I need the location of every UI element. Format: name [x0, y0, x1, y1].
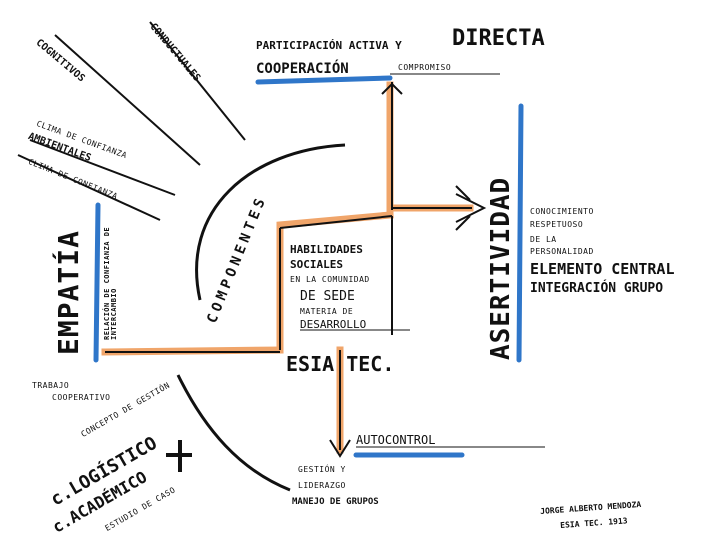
center-line3: EN LA COMUNIDAD — [290, 275, 370, 284]
ray-2 — [149, 21, 246, 141]
conocimiento-label: CONOCIMIENTO — [530, 207, 594, 216]
arrow-right-head — [455, 193, 487, 223]
autocontrol-label: AUTOCONTROL — [356, 433, 436, 447]
blue-bar-cooperacion — [255, 75, 393, 85]
personalidad-label: PERSONALIDAD — [530, 247, 594, 256]
arrow-right-feather2 — [455, 215, 471, 231]
guide-lines — [300, 73, 545, 448]
de-la-label: DE LA — [530, 235, 557, 244]
liderazgo-label: LIDERAZGO — [298, 481, 346, 490]
ray-4 — [17, 154, 161, 221]
blue-bar-empatia — [93, 202, 101, 363]
center-line5: MATERIA DE — [300, 307, 354, 316]
arc-componentes — [195, 143, 346, 301]
empatia-label: EMPATÍA — [52, 229, 85, 355]
respetuoso-label: RESPETUOSO — [530, 220, 584, 229]
arrows — [329, 82, 487, 458]
arrow-right-feather1 — [455, 185, 471, 201]
diagonal-rays — [17, 21, 246, 221]
center-line4: DE SEDE — [300, 289, 355, 304]
cooperacion-label: COOPERACIÓN — [256, 61, 349, 77]
center-line1: HABILIDADES — [290, 243, 363, 256]
blue-bars — [93, 75, 524, 458]
orange-connectors — [101, 81, 474, 454]
gestion-label: GESTIÓN Y — [298, 465, 346, 474]
center-line2: SOCIALES — [290, 258, 343, 271]
arcs — [176, 143, 346, 492]
arc-bottom — [176, 374, 291, 492]
relacion-label: RELACIÓN DE CONFIANZA DE INTERCAMBIO — [103, 226, 118, 340]
asertividad-label: ASERTIVIDAD — [486, 176, 516, 360]
arrow-up-mark — [381, 82, 403, 95]
manejo-label: MANEJO DE GRUPOS — [292, 497, 379, 507]
cooperativo-label: COOPERATIVO — [52, 393, 111, 402]
center-box-top — [279, 215, 393, 229]
elemento-label: ELEMENTO CENTRAL — [530, 260, 675, 278]
ray-3 — [29, 139, 176, 196]
blue-bar-asertividad — [516, 103, 524, 363]
integracion-label: INTEGRACIÓN GRUPO — [530, 281, 664, 296]
cross-mark — [166, 440, 192, 472]
trabajo-label: TRABAJO — [32, 381, 70, 390]
arrow-down-head — [329, 439, 351, 458]
compromiso-label: COMPROMISO — [398, 63, 452, 72]
ink-lines — [105, 82, 472, 450]
directa-label: DIRECTA — [452, 26, 545, 51]
ray-1 — [54, 34, 201, 166]
participacion-label: PARTICIPACIÓN ACTIVA Y — [256, 39, 402, 52]
esia-label: ESIA TEC. — [286, 352, 395, 376]
center-line6: DESARROLLO — [300, 318, 367, 331]
